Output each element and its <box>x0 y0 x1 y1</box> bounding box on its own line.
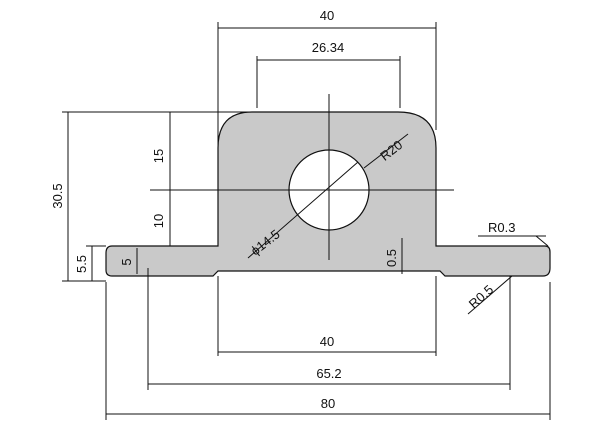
dim-step-5-label: 5 <box>119 258 134 265</box>
dim-height-10-label: 10 <box>151 214 166 228</box>
dim-height-15-label: 15 <box>151 149 166 163</box>
diameter-leader <box>247 161 359 259</box>
r05-leader <box>467 275 513 315</box>
dim-height-30-5-label: 30.5 <box>50 183 65 208</box>
dim-base-40-label: 40 <box>320 334 334 349</box>
r20-leader <box>363 133 409 169</box>
radius-r0-5-label: R0.5 <box>466 282 496 312</box>
r03-leader-tip <box>535 235 549 247</box>
dim-flange-5-5-label: 5.5 <box>74 255 89 273</box>
dim-gap-0-5-label: 0.5 <box>384 249 399 267</box>
dim-span-65-2-label: 65.2 <box>316 366 341 381</box>
dim-top-40-label: 40 <box>320 8 334 23</box>
dim-overall-80-label: 80 <box>321 396 335 411</box>
dim-inner-26-34-label: 26.34 <box>312 40 345 55</box>
radius-r0-3-label: R0.3 <box>488 220 515 235</box>
